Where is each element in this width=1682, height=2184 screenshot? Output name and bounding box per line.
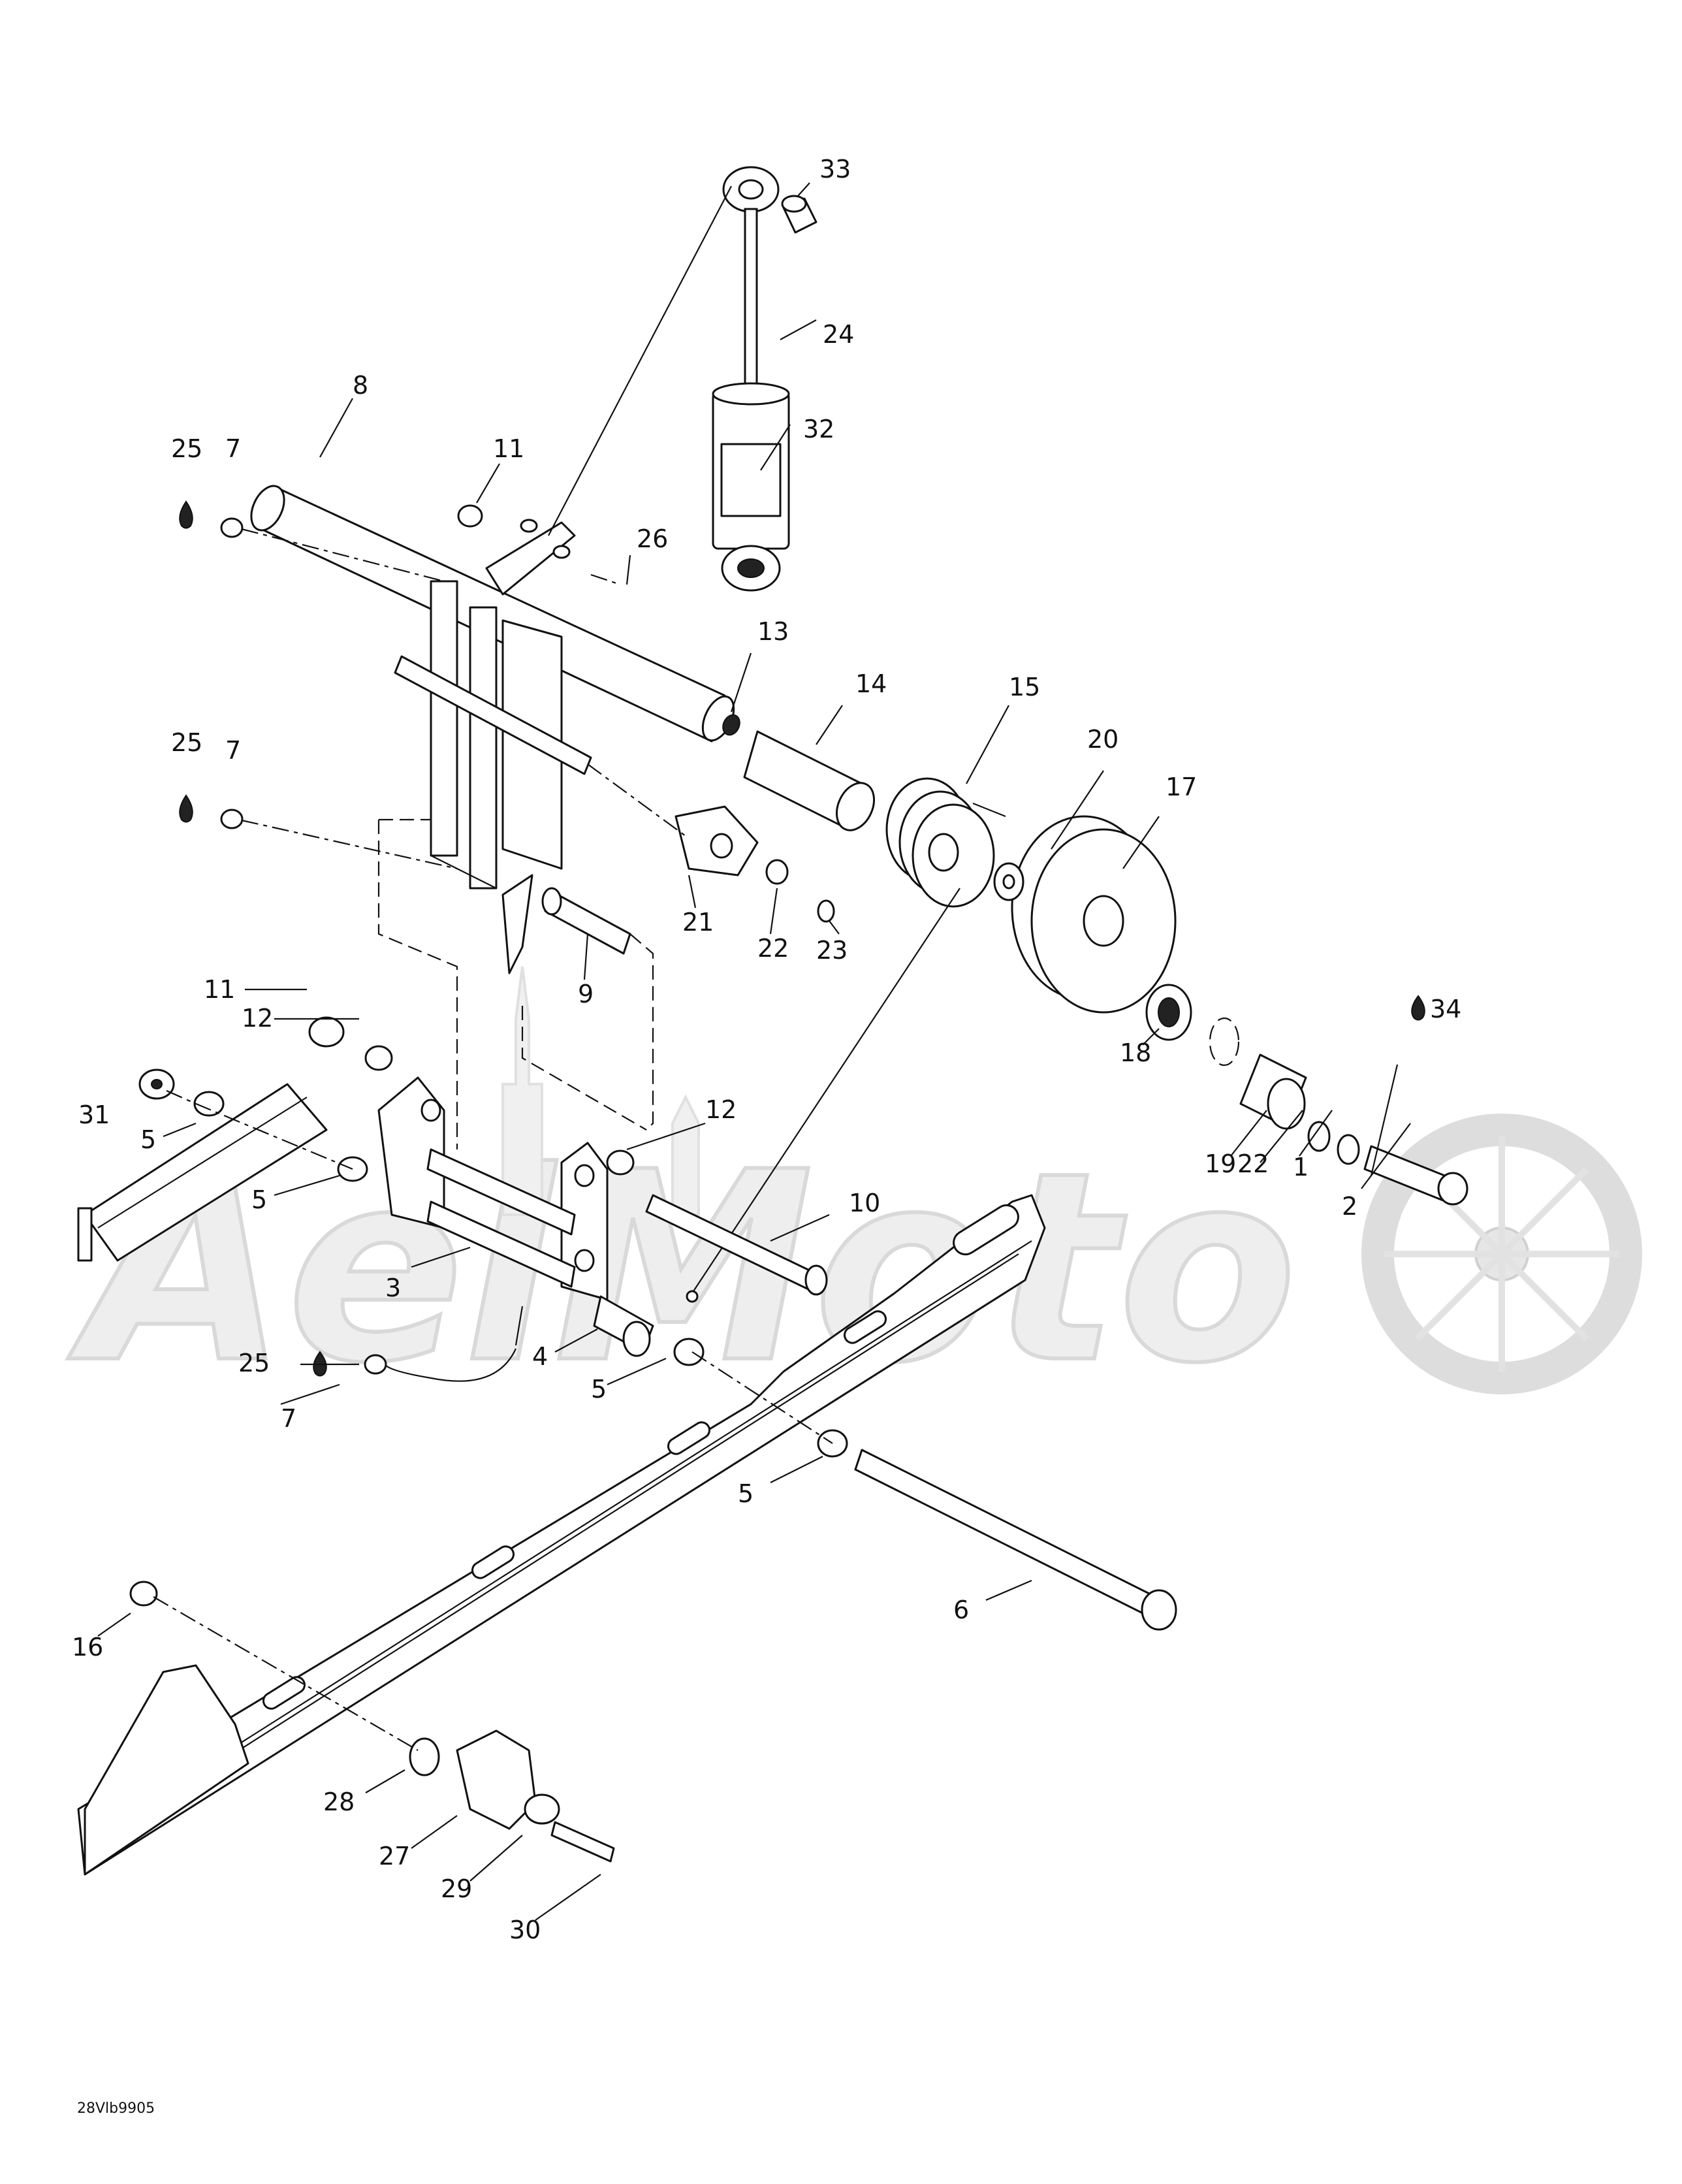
axle-9 (501, 874, 631, 974)
callout-25-a: 25 (171, 434, 202, 463)
callout-5-a: 5 (140, 1125, 156, 1154)
nut-31 (138, 1068, 175, 1100)
callout-1: 1 (1293, 1153, 1309, 1181)
diagram-code: 28Vlb9905 (77, 2100, 155, 2117)
callout-7-b: 7 (225, 736, 241, 765)
callout-5-b: 5 (251, 1185, 267, 1214)
callout-16: 16 (72, 1633, 103, 1662)
callout-12-a: 12 (242, 1004, 273, 1033)
callout-19: 19 (1205, 1149, 1236, 1178)
lock-nut-7-a (220, 517, 244, 538)
callout-5-c: 5 (591, 1375, 607, 1404)
callout-10: 10 (849, 1189, 880, 1217)
bolt-10 (645, 1194, 828, 1296)
callout-9: 9 (578, 980, 594, 1008)
nut-11-washer-12 (308, 504, 635, 1176)
oil-drop-icon-34 (1411, 995, 1425, 1021)
callout-27: 27 (379, 1842, 410, 1871)
callout-22-b: 22 (1237, 1149, 1269, 1178)
callouts: 33 24 32 8 25 7 11 26 13 14 15 20 17 25 … (72, 155, 1461, 1944)
callout-23: 23 (816, 936, 848, 965)
circlip (1209, 1017, 1240, 1067)
shock-absorber (712, 166, 790, 592)
callout-15: 15 (1009, 673, 1040, 701)
oil-drop-icon-25a (179, 500, 193, 529)
callout-30: 30 (509, 1916, 541, 1944)
main-rail (77, 1194, 1046, 1876)
callout-31: 31 (78, 1100, 110, 1129)
callout-6: 6 (953, 1596, 969, 1624)
watermark-tower-icon (501, 966, 700, 1216)
nut-16 (129, 1581, 158, 1607)
idler-wheel (1011, 815, 1177, 1014)
callout-21: 21 (682, 908, 714, 937)
spacer-19 (1239, 1053, 1307, 1130)
callout-22-a: 22 (757, 934, 789, 963)
callout-8: 8 (353, 371, 368, 400)
callout-5-d: 5 (738, 1479, 754, 1508)
callout-11-a: 11 (493, 434, 524, 463)
sleeve-14 (743, 730, 876, 831)
callout-25-c: 25 (238, 1349, 270, 1377)
callout-3: 3 (385, 1274, 401, 1302)
callout-20: 20 (1087, 725, 1119, 754)
torsion-spring (686, 777, 1006, 1303)
rod-9-upper (394, 655, 592, 775)
washers-1-22 (1307, 1121, 1360, 1165)
cross-shaft-3 (377, 1076, 654, 1357)
callout-29: 29 (441, 1874, 472, 1903)
callout-24: 24 (823, 320, 854, 349)
oil-drop-icon-25b (179, 794, 193, 823)
callout-17: 17 (1166, 773, 1197, 801)
callout-2: 2 (1342, 1192, 1357, 1221)
slide-stopper-27-30 (409, 1729, 615, 1863)
callout-32: 32 (803, 415, 834, 443)
callout-7-c: 7 (281, 1404, 296, 1433)
shock-bracket-26 (485, 519, 576, 596)
callout-25-b: 25 (171, 728, 202, 757)
leader-lines (97, 182, 1411, 1921)
bracket-21 (674, 805, 835, 923)
callout-13: 13 (757, 617, 789, 646)
lock-nut-7-b (220, 809, 244, 829)
callout-4: 4 (532, 1342, 548, 1371)
callout-33: 33 (819, 155, 851, 184)
washer-20 (993, 862, 1024, 901)
callout-7-a: 7 (225, 434, 241, 463)
callout-14: 14 (855, 669, 887, 698)
lock-nut-7-c (364, 1354, 387, 1375)
callout-34: 34 (1430, 995, 1461, 1023)
callout-26: 26 (637, 524, 668, 553)
bolt-6 (854, 1449, 1177, 1631)
left-rail (77, 1083, 328, 1262)
bushing-33 (781, 195, 817, 234)
callout-28: 28 (323, 1788, 355, 1816)
bolt-2 (1363, 1145, 1468, 1206)
callout-12-b: 12 (705, 1095, 737, 1124)
callout-18: 18 (1120, 1038, 1151, 1067)
callout-11-b: 11 (204, 975, 235, 1004)
bearing-18 (1145, 984, 1192, 1041)
